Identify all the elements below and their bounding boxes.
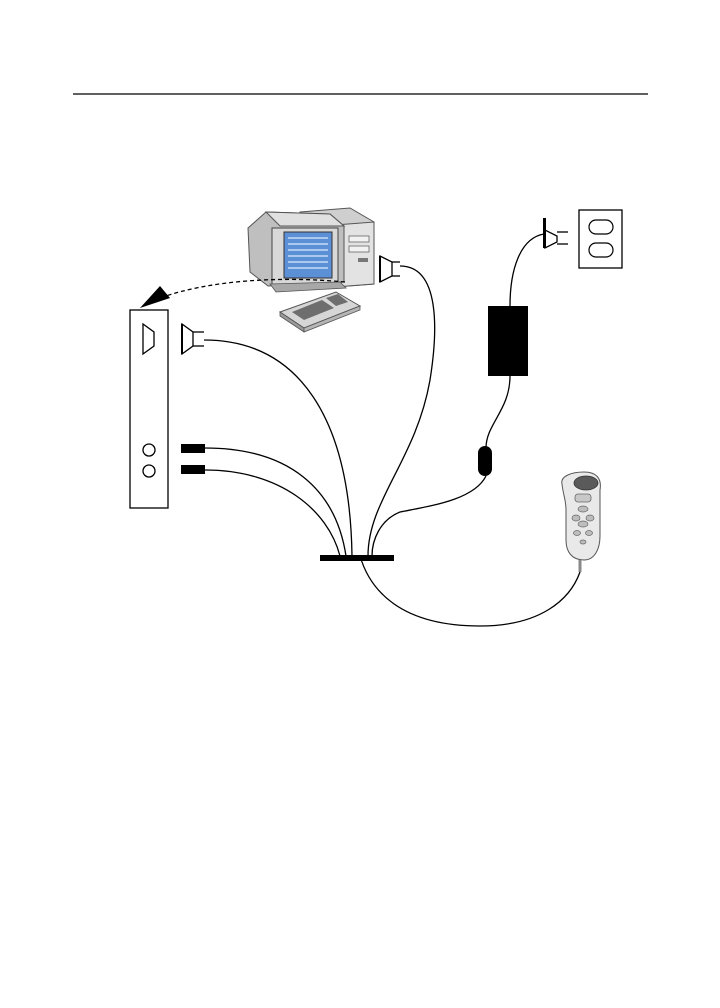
dock-audio-port-2 [143, 465, 155, 477]
cable-audio-2 [205, 470, 340, 556]
cable-audio-1 [205, 448, 346, 556]
arrowhead-icon [140, 286, 170, 308]
mic-button [586, 515, 594, 521]
audio-jack-icon [181, 444, 205, 453]
audio-jack-icon [181, 465, 205, 474]
cable-dock-usb [204, 340, 352, 556]
mic-button [580, 540, 586, 544]
mic-grille [574, 476, 598, 490]
power-plug-icon [543, 216, 568, 256]
mic-button [574, 531, 581, 536]
mic-button [578, 521, 588, 527]
base-unit-icon [130, 310, 168, 508]
mic-button [586, 531, 593, 536]
mic-button [578, 506, 588, 512]
adapter-cable [486, 376, 510, 448]
power-adapter-icon [488, 306, 528, 376]
cable-power [372, 476, 486, 556]
computer-usb-port-icon [380, 256, 400, 282]
usb-plug-icon [182, 324, 204, 354]
monitor-screen [284, 232, 332, 278]
computer-monitor [248, 212, 346, 292]
cable-junction-icon [320, 555, 394, 561]
dock-audio-port-1 [143, 444, 155, 456]
mic-record-button [575, 494, 591, 502]
cable-microphone [360, 556, 580, 626]
mic-button [572, 515, 580, 521]
desktop-computer-icon [248, 208, 374, 332]
wall-outlet-icon [579, 210, 622, 268]
power-plug-cable [510, 234, 544, 306]
cable-computer-usb [368, 266, 435, 556]
handheld-microphone-icon [562, 472, 601, 572]
keyboard-icon [280, 292, 360, 332]
inline-connector-icon [478, 446, 492, 476]
